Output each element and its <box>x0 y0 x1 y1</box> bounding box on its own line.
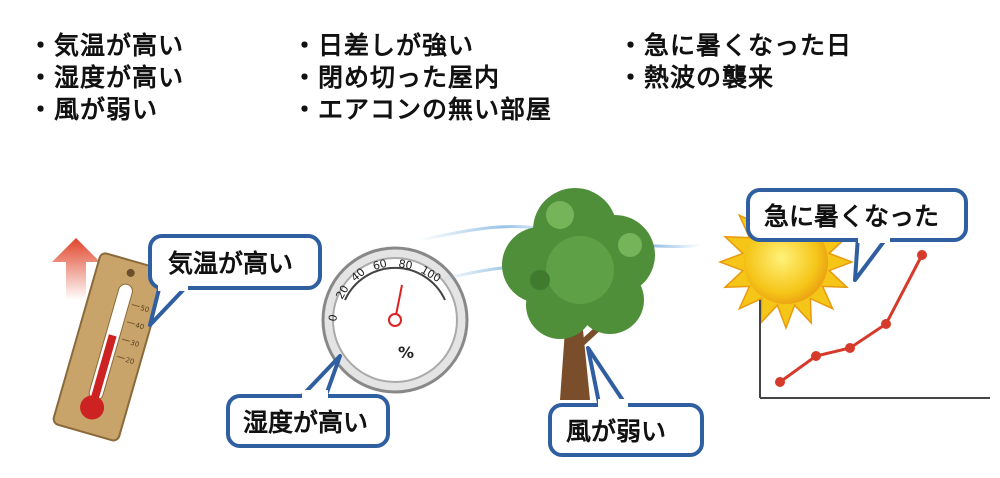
hygrometer-scale-label: 80 <box>397 257 413 272</box>
chart-point <box>811 351 821 361</box>
rising-arrow-icon <box>52 238 100 300</box>
factor-item: ・急に暑くなった日 <box>618 31 853 60</box>
hygrometer-scale-label: 20 <box>333 283 351 302</box>
wind-bubble-text: 風が弱い <box>566 417 667 446</box>
humidity-bubble-text: 湿度が高い <box>243 408 369 437</box>
factor-item: ・エアコンの無い部屋 <box>292 95 553 124</box>
factor-item: ・風が弱い <box>28 95 159 124</box>
sudden-heat-bubble-text: 急に暑くなった <box>764 202 940 231</box>
tree-icon <box>502 188 655 400</box>
factor-item: ・日差しが強い <box>292 31 475 60</box>
hygrometer-scale-label: 0 <box>326 313 340 322</box>
humidity-bubble <box>226 354 390 448</box>
thermometer-scale-label: 40 <box>134 321 145 331</box>
chart-point <box>881 319 891 329</box>
thermometer-scale-label: 50 <box>139 304 150 314</box>
sudden-heat-bubble <box>746 188 968 282</box>
hygrometer-icon: 0 20 40 60 80 100 % <box>321 246 469 394</box>
factor-item: ・気温が高い <box>28 31 185 60</box>
chart-point <box>917 250 927 260</box>
temperature-bubble <box>148 234 322 327</box>
hygrometer-unit: % <box>398 343 414 362</box>
chart-point <box>845 343 855 353</box>
rising-temperature-chart <box>759 250 990 399</box>
hygrometer-scale-label: 60 <box>371 257 388 273</box>
wind-bubble <box>548 346 704 457</box>
factor-list-column-3: ・急に暑くなった日 ・熱波の襲来 <box>618 30 852 94</box>
chart-point <box>775 377 785 387</box>
factor-item: ・熱波の襲来 <box>618 63 775 92</box>
thermometer-scale-label: 30 <box>129 339 140 349</box>
thermometer-scale-label: 20 <box>124 356 135 366</box>
factor-list-column-1: ・気温が高い ・湿度が高い ・風が弱い <box>28 30 184 126</box>
thermometer-icon: 50 40 30 20 <box>52 252 167 442</box>
factor-list-column-2: ・日差しが強い ・閉め切った屋内 ・エアコンの無い部屋 <box>292 30 552 126</box>
factor-item: ・湿度が高い <box>28 63 185 92</box>
temperature-bubble-text: 気温が高い <box>168 249 294 278</box>
factor-item: ・閉め切った屋内 <box>292 63 501 92</box>
